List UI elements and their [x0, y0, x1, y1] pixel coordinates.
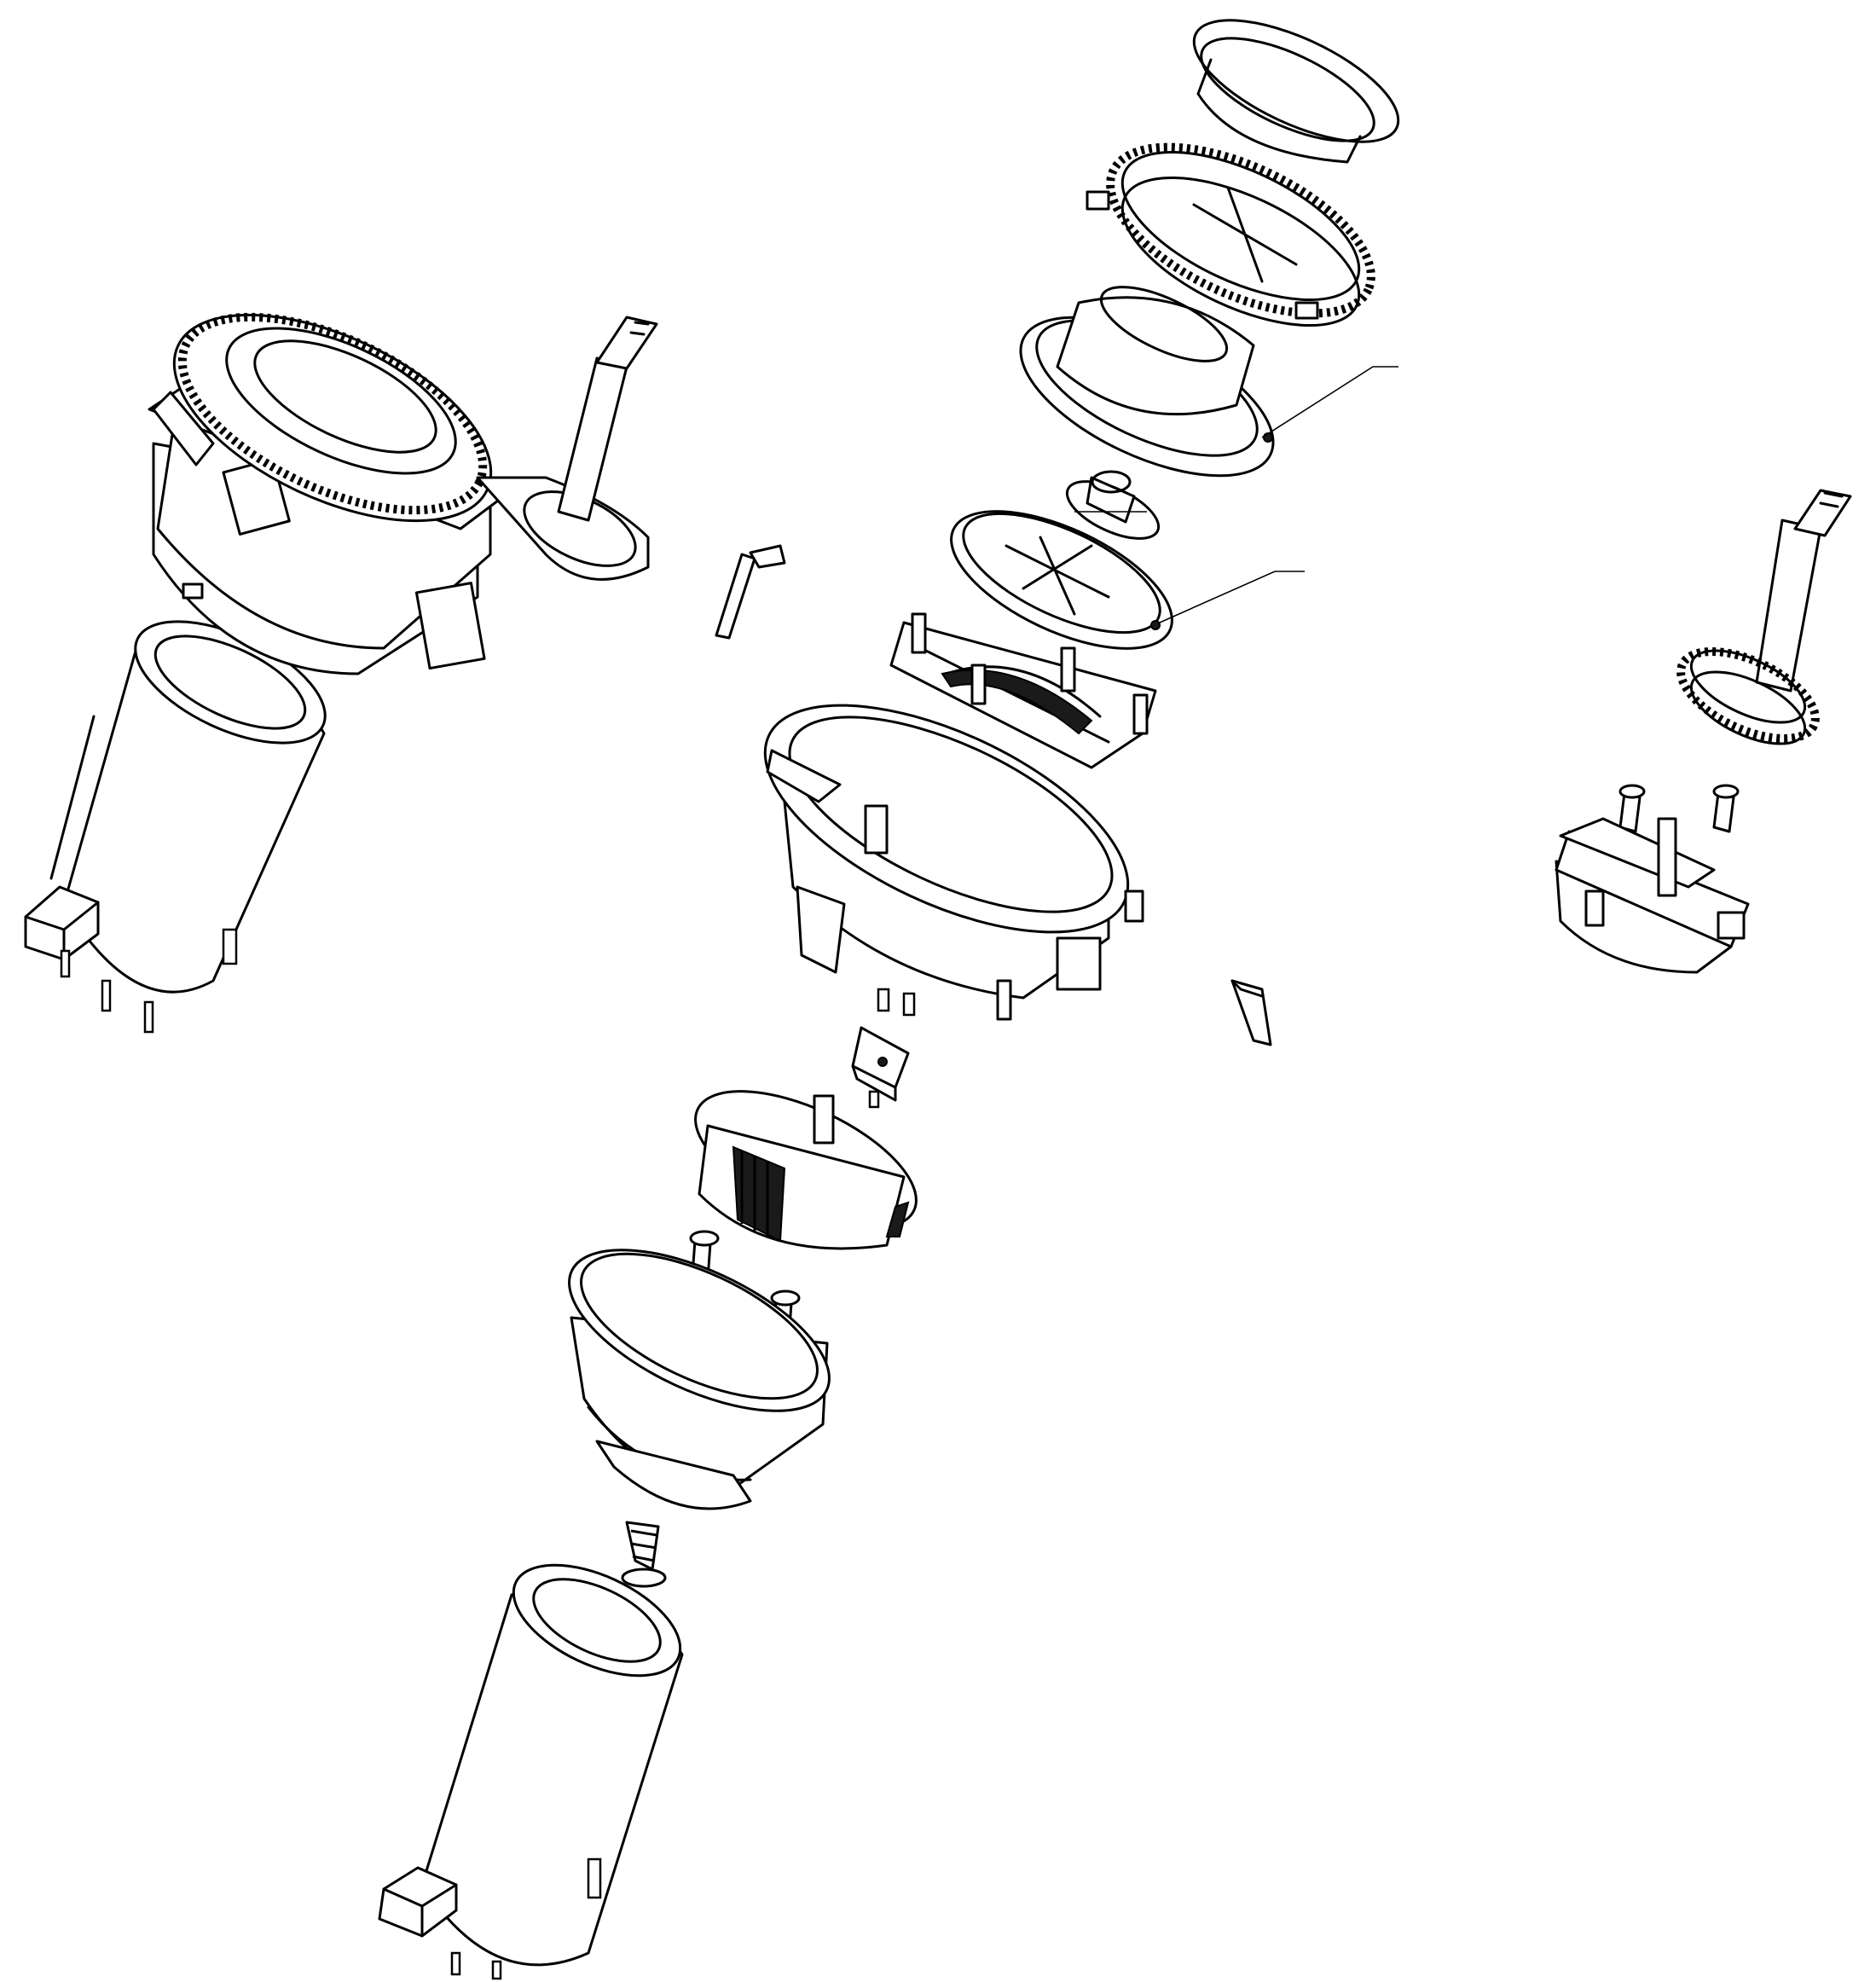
exploded-center-stack — [378, 19, 1400, 1980]
shutter-ring — [950, 510, 1173, 650]
spring-clip-right — [1230, 979, 1272, 1046]
leader-lines — [1159, 366, 1398, 623]
assembled-motor — [24, 620, 327, 1034]
assembled-gearbox-housing — [148, 312, 658, 675]
main-housing — [763, 704, 1144, 1021]
exploded-motor — [378, 1521, 684, 1980]
switch-block — [851, 988, 916, 1109]
output-shaft-subassembly — [1555, 489, 1852, 974]
assembled-actuator-unit — [24, 312, 658, 1034]
sun-gear-bell — [1065, 470, 1161, 540]
planetary-gear-stage — [694, 1090, 918, 1250]
cam-plate — [889, 612, 1157, 769]
spring-clip-left — [715, 544, 786, 640]
carrier-plate — [1019, 286, 1275, 478]
top-seal-ring — [1192, 19, 1400, 164]
ring-gear — [1086, 142, 1375, 327]
motor-end-cap — [568, 1249, 831, 1510]
